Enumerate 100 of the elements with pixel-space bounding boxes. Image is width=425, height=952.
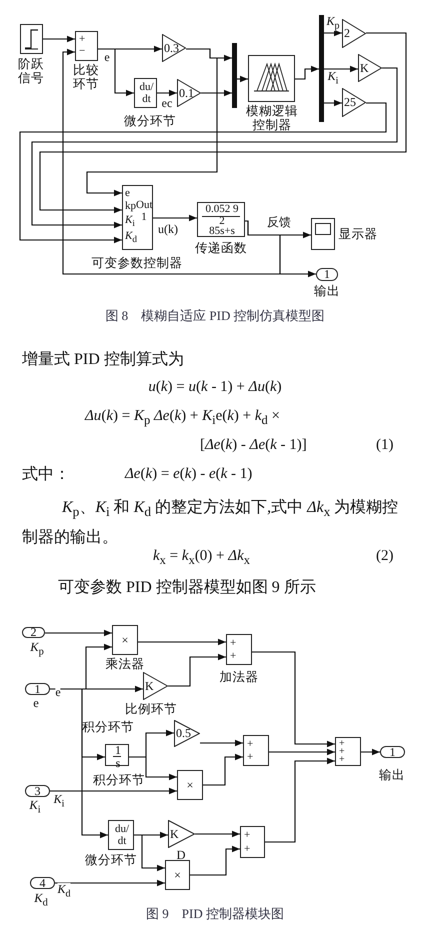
sum-block: [226, 634, 252, 665]
gain-triangle: [162, 34, 186, 62]
body-text: 增量式 PID 控制算式为: [22, 350, 184, 370]
signal-arrow: [324, 100, 342, 106]
block-caption: 积分环节: [82, 719, 134, 736]
gain-value: 0.5: [176, 727, 191, 740]
subsystem-block: [122, 185, 153, 250]
port-label: du/ dt: [138, 82, 155, 106]
equation: k$_{x}$ = k$_{x}$(0) + Δk$_{x}$: [153, 547, 250, 568]
block-caption: 输出: [379, 768, 405, 782]
port-sign: +: [339, 755, 345, 766]
signal-arrow: [43, 36, 75, 42]
block-caption: 乘法器: [106, 657, 144, 672]
port-label: K$_{i}$: [125, 215, 135, 229]
block-caption: 阶跃信号: [17, 57, 45, 86]
signal-arrow: [203, 754, 243, 786]
step-block: [20, 24, 43, 54]
block-caption: 加法器: [220, 670, 258, 684]
signal-arrow: [153, 214, 197, 222]
port-sign: −: [79, 46, 86, 58]
block-caption: K$_{d}$: [34, 891, 48, 910]
signal-arrow: [190, 846, 240, 876]
block-caption: K$_{p}$: [30, 640, 44, 658]
port-label: 2: [219, 216, 225, 227]
product-block: [112, 625, 138, 655]
signal-arrow: [157, 90, 177, 96]
fuzzy-controller-block: [248, 55, 295, 102]
sum-block: [75, 31, 98, 61]
port-sign: +: [230, 638, 236, 650]
signal-arrow: [134, 834, 165, 872]
block-caption: 积分环节: [93, 773, 145, 788]
body-text: 式中：: [22, 465, 70, 485]
port-label: 0.052 9: [204, 204, 240, 216]
body-text: 可变参数 PID 控制器模型如图 9 所示: [58, 578, 316, 598]
equation: u(k) = u(k - 1) + Δu(k): [148, 378, 282, 397]
block-caption: 比例环节: [125, 702, 177, 716]
product-block: [165, 860, 190, 890]
gain-value: 25: [344, 96, 356, 109]
signal-arrow: [269, 748, 335, 756]
equation: Δe(k) = e(k) - e(k - 1): [125, 465, 252, 484]
equation: Δu(k) = K$_{p}$ Δe(k) + K$_{i}$e(k) + k$_{d}$ ×: [85, 407, 280, 428]
signal-arrow: [195, 830, 240, 838]
equation: [Δe(k) - Δe(k - 1)]: [200, 436, 307, 455]
signal-label: K$_{p}$: [326, 15, 340, 32]
scope-block: [311, 218, 335, 250]
signal-arrow: [138, 638, 226, 646]
signal-arrow: [55, 880, 165, 886]
port-label: kp: [125, 201, 136, 213]
block-text: 4: [40, 876, 46, 890]
signal-arrow: [45, 630, 112, 636]
gain-value: K: [145, 680, 154, 692]
signal-arrow: [31, 67, 398, 228]
gain-triangle: [174, 720, 200, 747]
product-block: [177, 770, 203, 800]
signal-arrow: [19, 102, 387, 244]
signal-label: K$_{i}$: [54, 793, 64, 810]
port-label: 1: [114, 744, 122, 757]
body-text: K$_{p}$、K$_{i}$ 和 K$_{d}$ 的整定方法如下,式中 Δk$_{x}$ 为模糊控制器的输出。: [22, 498, 400, 548]
signal-arrow: [324, 66, 358, 72]
signal-arrow: [237, 76, 248, 82]
figure-caption: 图 9 PID 控制器模块图: [146, 906, 284, 923]
port-label: 85s+s: [208, 226, 236, 238]
gain-value: K: [360, 62, 369, 74]
mux-bar: [232, 43, 237, 108]
port-label: e: [125, 188, 130, 200]
block-text: ×: [186, 778, 194, 792]
port-sign: +: [339, 739, 345, 749]
signal-arrow: [201, 90, 232, 96]
derivative-block: [108, 820, 134, 850]
integrator-block: [105, 744, 129, 766]
gain-triangle: [342, 19, 366, 48]
block-text: ×: [122, 634, 128, 646]
block-caption: K$_{i}$: [29, 798, 41, 816]
block-caption: 模糊逻辑控制器: [245, 104, 299, 133]
block-caption: 微分环节: [124, 114, 176, 128]
block-text: 1: [34, 682, 40, 696]
signal-arrow: [168, 654, 226, 687]
port-sign: +: [339, 747, 345, 757]
transfer-function-block: [197, 202, 245, 237]
sum-block: [243, 735, 269, 766]
block-text: 3: [34, 784, 40, 798]
port-sign: +: [244, 830, 250, 842]
block-caption: 传递函数: [195, 241, 247, 256]
signal-arrow: [200, 740, 243, 746]
figure-caption: 图 8 模糊自适应 PID 控制仿真模型图: [105, 308, 325, 325]
block-caption: 比较环节: [72, 63, 100, 92]
signal-arrow: [361, 748, 380, 756]
gain-value: 2: [344, 27, 350, 40]
block-caption: 可变参数控制器: [92, 256, 182, 270]
signal-arrow: [62, 48, 281, 275]
derivative-block: [134, 78, 157, 108]
block-caption: 显示器: [338, 227, 378, 242]
block-caption: e: [33, 696, 39, 710]
sum-block: [240, 826, 265, 858]
port-sign: +: [247, 739, 254, 751]
gain-triangle: [177, 79, 201, 107]
equation-number: (1): [376, 436, 394, 455]
signal-label: 反馈: [267, 216, 291, 230]
block-text: ×: [174, 868, 181, 882]
block-caption: 输出: [314, 284, 340, 298]
